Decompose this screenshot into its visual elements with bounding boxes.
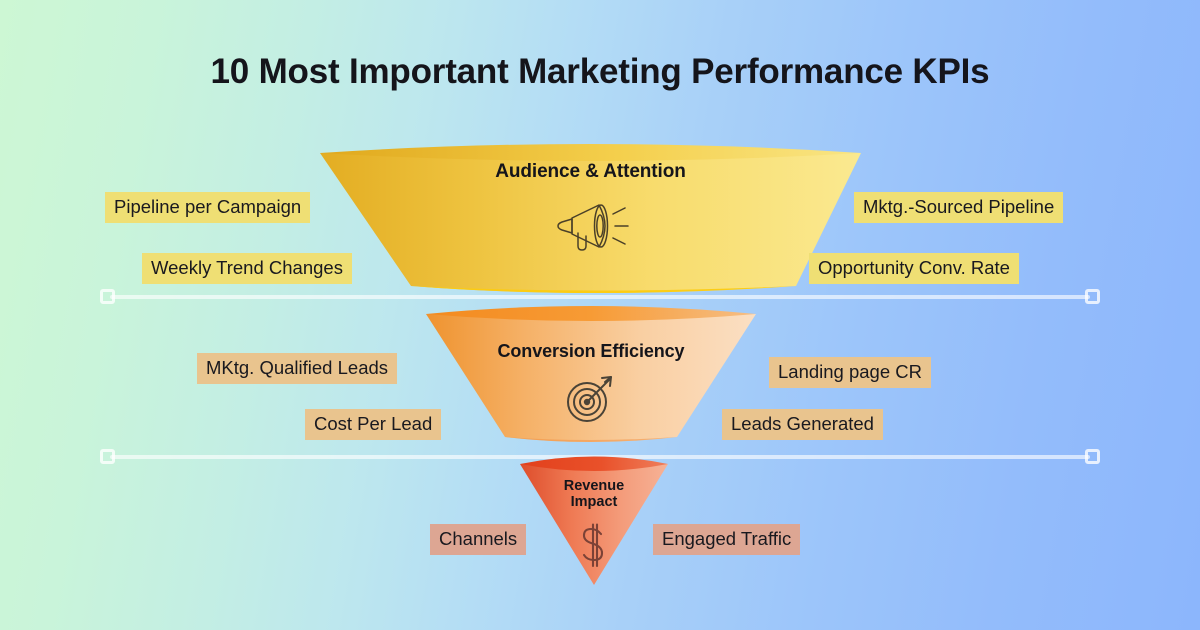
divider-rail-2-handle-left[interactable] <box>100 449 115 464</box>
kpi-chip-mktg-sourced-pipeline[interactable]: Mktg.-Sourced Pipeline <box>854 192 1064 224</box>
page-title: 10 Most Important Marketing Performance … <box>210 52 990 91</box>
dollar-sign-icon <box>577 523 611 569</box>
divider-rail-1-handle-right[interactable] <box>1085 289 1100 304</box>
divider-rail-1[interactable] <box>100 287 1100 307</box>
funnel-tier-audience-attention[interactable]: Audience & Attention <box>318 143 863 296</box>
funnel-tier-2-shape <box>426 306 756 442</box>
funnel-tier-1-shape <box>320 144 861 293</box>
kpi-chip-leads-generated[interactable]: Leads Generated <box>722 409 883 441</box>
target-arrow-icon <box>562 373 620 425</box>
kpi-chip-channels[interactable]: Channels <box>430 524 527 556</box>
kpi-chip-pipeline-per-campaign[interactable]: Pipeline per Campaign <box>105 192 311 224</box>
funnel-tier-conversion-efficiency[interactable]: Conversion Efficiency <box>424 305 758 447</box>
kpi-chip-landing-page-cr[interactable]: Landing page CR <box>769 357 931 389</box>
kpi-chip-engaged-traffic[interactable]: Engaged Traffic <box>653 524 801 556</box>
kpi-chip-mktg-qualified-leads[interactable]: MKtg. Qualified Leads <box>197 353 398 385</box>
kpi-chip-weekly-trend-changes[interactable]: Weekly Trend Changes <box>142 253 352 285</box>
megaphone-icon <box>552 197 630 257</box>
divider-rail-1-line <box>110 295 1090 299</box>
divider-rail-1-handle-left[interactable] <box>100 289 115 304</box>
kpi-chip-cost-per-lead[interactable]: Cost Per Lead <box>305 409 442 441</box>
divider-rail-2-handle-right[interactable] <box>1085 449 1100 464</box>
funnel-tier-revenue-impact[interactable]: Revenue Impact <box>518 455 670 590</box>
kpi-chip-opportunity-conv-rate[interactable]: Opportunity Conv. Rate <box>809 253 1019 285</box>
